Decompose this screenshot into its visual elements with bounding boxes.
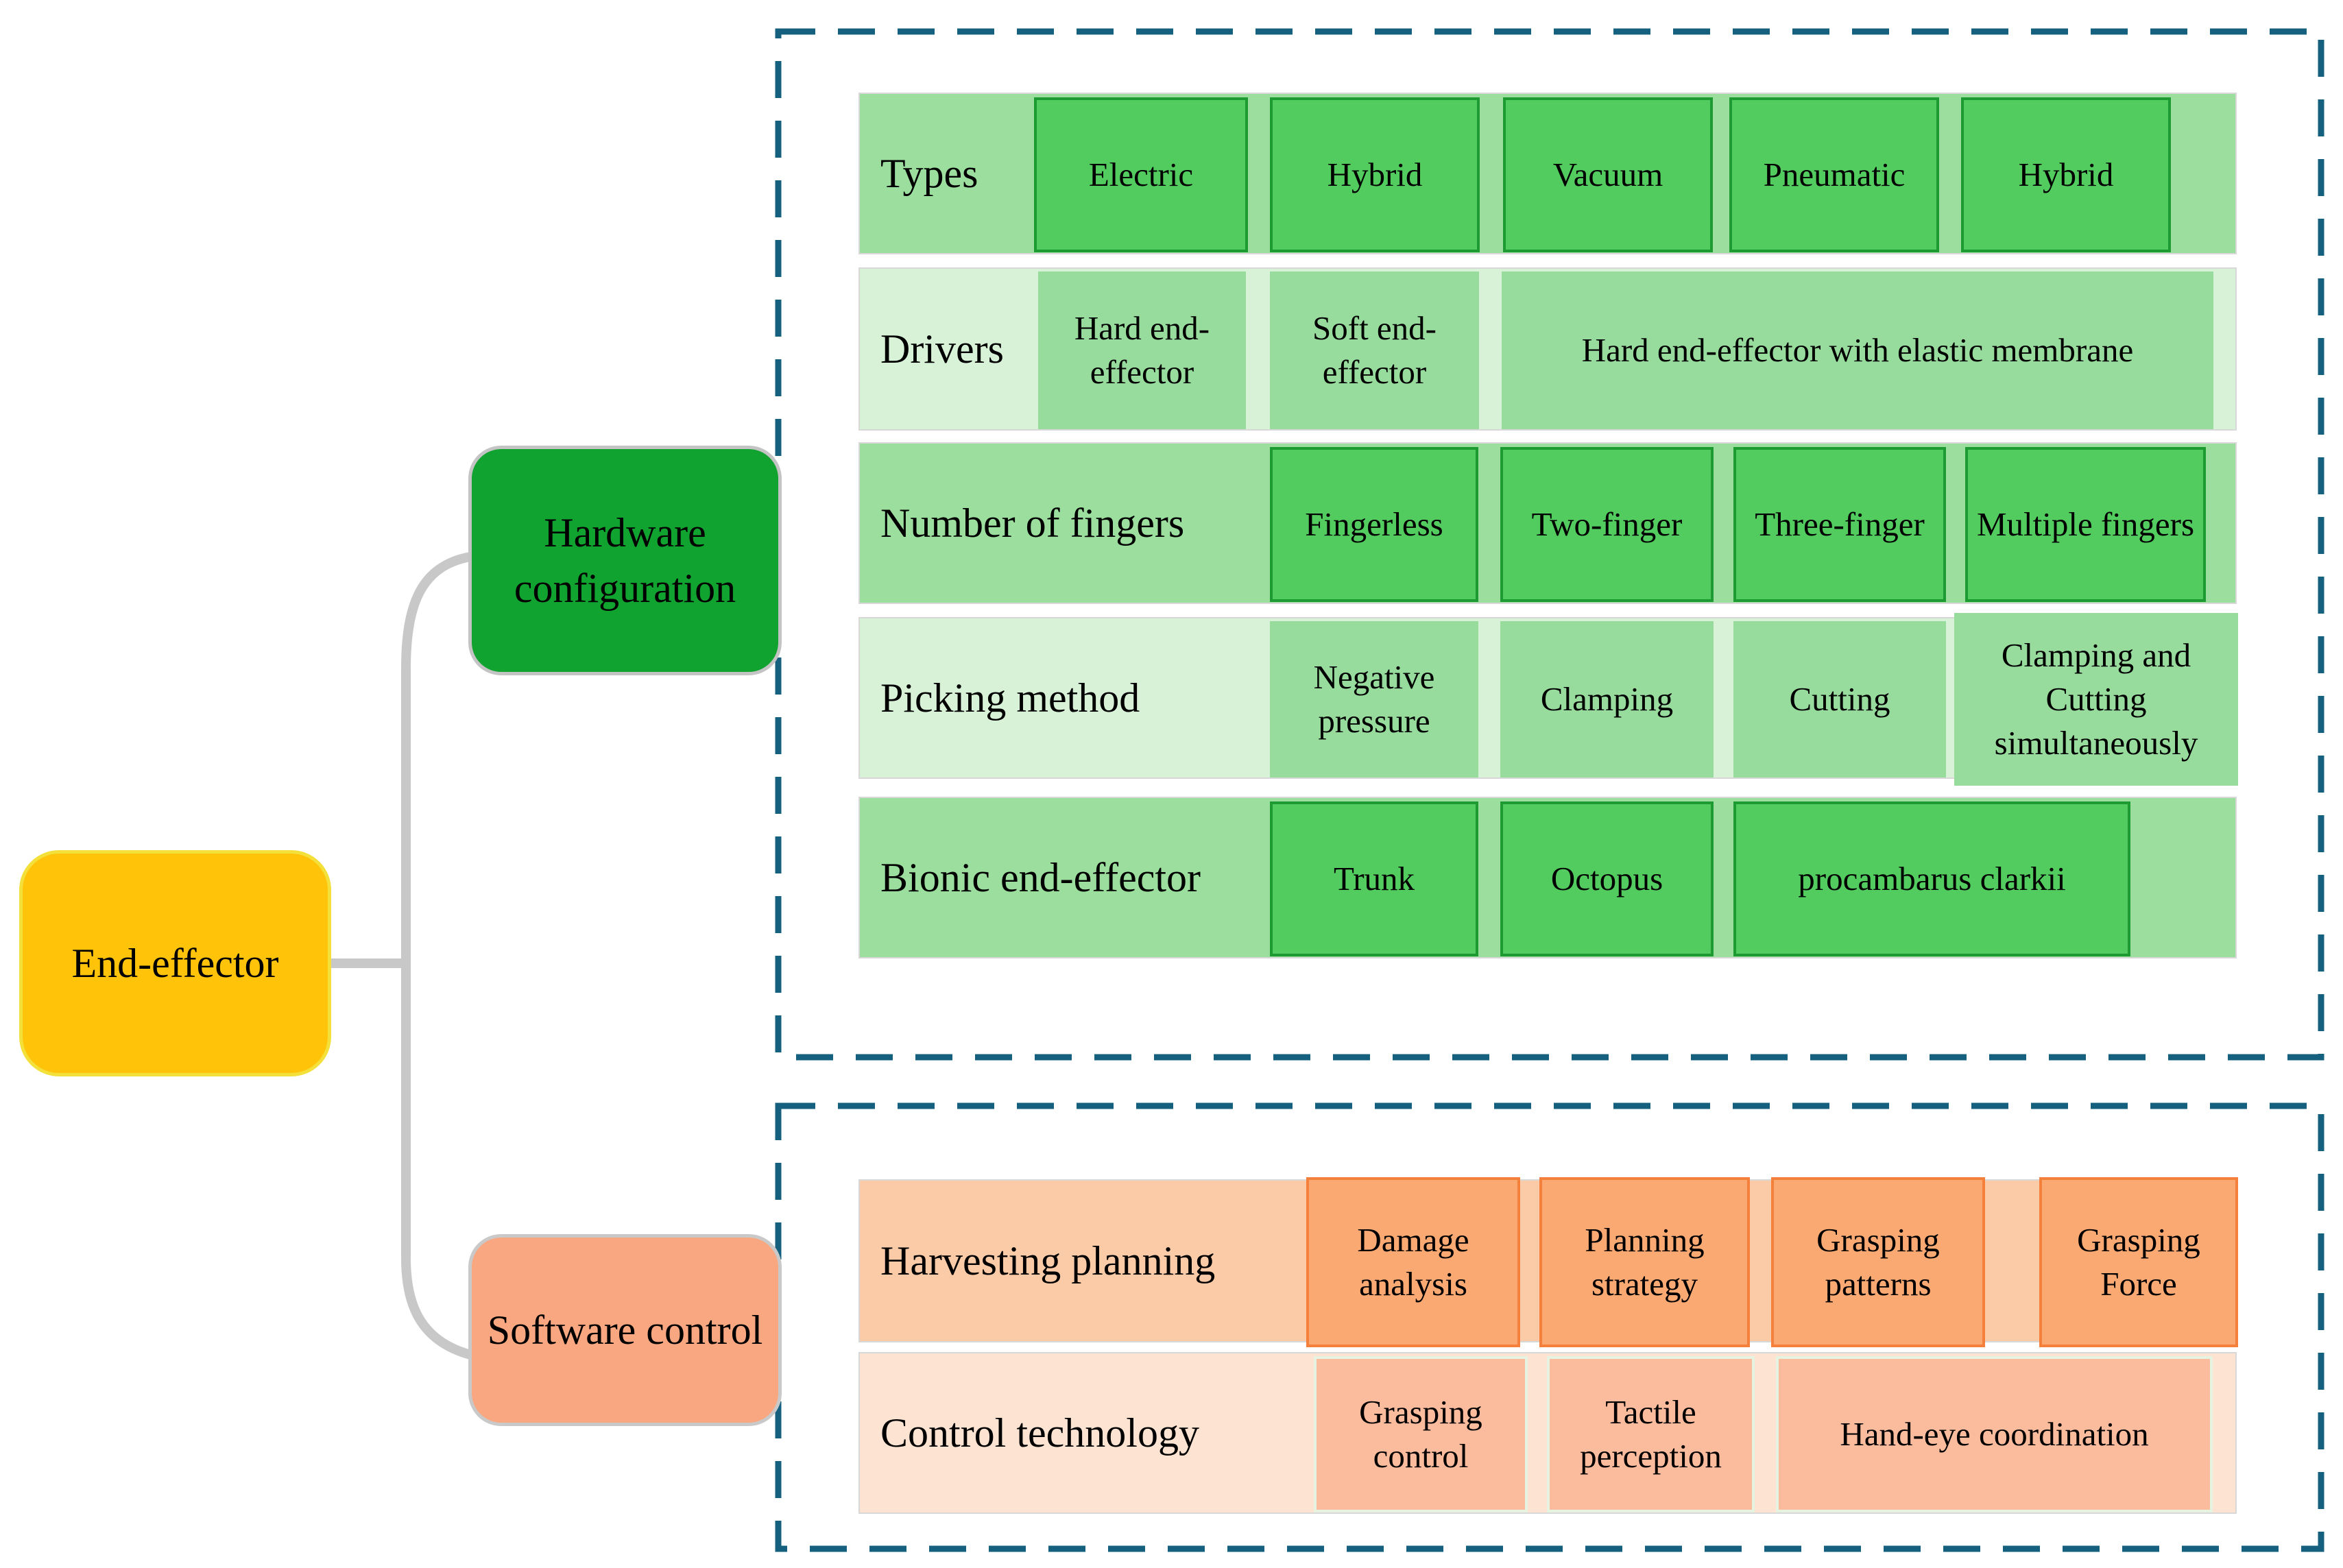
branch-connector-curve <box>401 552 472 1360</box>
branch-node-software-control: Software control <box>468 1234 782 1426</box>
cell: Pneumatic <box>1729 97 1939 252</box>
cell: Clamping <box>1500 621 1714 777</box>
cell: Cutting <box>1733 621 1946 777</box>
row-label: Picking method <box>880 675 1140 721</box>
hardware-row-picking-method: Picking method Negative pressure Clampin… <box>858 613 2238 786</box>
cell: Hybrid <box>1270 97 1480 252</box>
cell: procambarus clarkii <box>1733 801 2130 956</box>
hardware-row-types: Types Electric Hybrid Vacuum Pneumatic H… <box>858 93 2237 254</box>
cell: Octopus <box>1500 801 1714 956</box>
software-row-control-technology: Control technology Grasping control Tact… <box>858 1352 2237 1514</box>
cell: Two-finger <box>1500 447 1714 602</box>
cell: Damage analysis <box>1306 1177 1520 1347</box>
cell: Vacuum <box>1503 97 1713 252</box>
row-label: Drivers <box>880 326 1004 372</box>
row-label: Number of fingers <box>880 500 1185 546</box>
software-panel-border <box>775 1102 2324 1552</box>
software-branch-label: Software control <box>487 1307 763 1353</box>
cell: Clamping and Cutting simultaneously <box>1954 613 2238 786</box>
cell: Planning strategy <box>1539 1177 1750 1347</box>
cell: Multiple fingers <box>1965 447 2206 602</box>
hardware-row-number-of-fingers: Number of fingers Fingerless Two-finger … <box>858 442 2237 604</box>
branch-node-hardware-configuration: Hardware configuration <box>468 446 782 675</box>
cell: Three-finger <box>1733 447 1946 602</box>
cell: Trunk <box>1270 801 1478 956</box>
row-label: Control technology <box>880 1410 1199 1456</box>
cell: Grasping control <box>1314 1356 1528 1512</box>
hardware-branch-label: Hardware configuration <box>514 509 736 611</box>
hardware-row-bionic-end-effector: Bionic end-effector Trunk Octopus procam… <box>858 797 2237 958</box>
cell: Hard end-effector <box>1038 272 1246 429</box>
root-node-label: End-effector <box>71 940 279 986</box>
root-node-end-effector: End-effector <box>19 850 331 1076</box>
cell: Grasping patterns <box>1771 1177 1985 1347</box>
row-label: Bionic end-effector <box>880 854 1201 900</box>
cell: Tactile perception <box>1547 1356 1755 1512</box>
cell: Electric <box>1034 97 1248 252</box>
hardware-row-drivers: Drivers Hard end-effector Soft end-effec… <box>858 267 2237 431</box>
row-label: Types <box>880 150 978 196</box>
cell: Fingerless <box>1270 447 1478 602</box>
cell: Hard end-effector with elastic membrane <box>1502 272 2213 429</box>
cell: Grasping Force <box>2039 1177 2238 1347</box>
row-label: Harvesting planning <box>880 1238 1216 1283</box>
cell: Hand-eye coordination <box>1776 1356 2213 1512</box>
cell: Soft end-effector <box>1270 272 1479 429</box>
cell: Negative pressure <box>1270 621 1478 777</box>
software-row-harvesting-planning: Harvesting planning Damage analysis Plan… <box>858 1177 2238 1347</box>
cell: Hybrid <box>1961 97 2171 252</box>
